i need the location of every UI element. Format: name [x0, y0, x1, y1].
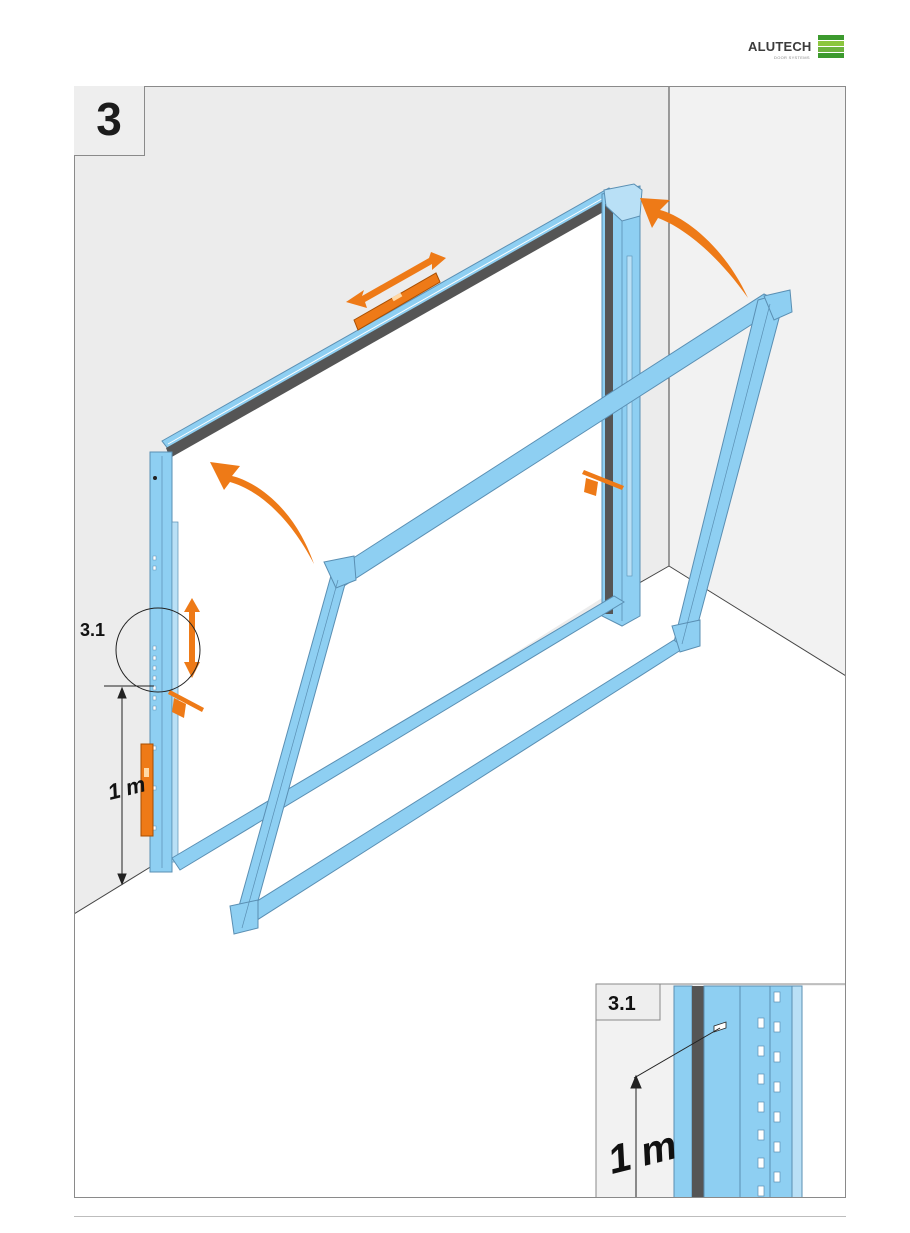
installation-illustration: 3.1 1 m 3.1 1 m — [74, 86, 846, 1198]
brand-logo: ALUTECH DOOR SYSTEMS — [748, 34, 848, 64]
dimension-arrow-icon — [104, 685, 154, 886]
callout-circle — [115, 607, 201, 693]
callout-label: 3.1 — [80, 620, 105, 640]
ghost-frame-details — [241, 303, 771, 929]
vertical-adjust-arrow-icon — [184, 598, 200, 678]
support-bracket — [168, 470, 624, 718]
top-header-beam — [161, 187, 623, 458]
footer-rule — [74, 1216, 846, 1217]
spirit-level-icon — [353, 272, 441, 331]
step-number: 3 — [96, 93, 122, 145]
illustration-frame — [74, 86, 846, 1198]
brand-name: ALUTECH — [748, 39, 812, 54]
brand-mark-icon — [818, 35, 844, 59]
detail-label: 3.1 — [608, 993, 636, 1015]
rotate-arrow-icon — [640, 198, 748, 298]
brand-tagline: DOOR SYSTEMS — [774, 55, 810, 60]
vertical-spirit-level-icon — [140, 743, 154, 837]
swap-arrow-icon — [346, 252, 446, 308]
rotate-arrow-icon — [210, 462, 314, 564]
step-number-box: 3 — [74, 86, 145, 156]
detail-inset: 3.1 1 m — [595, 983, 846, 1198]
